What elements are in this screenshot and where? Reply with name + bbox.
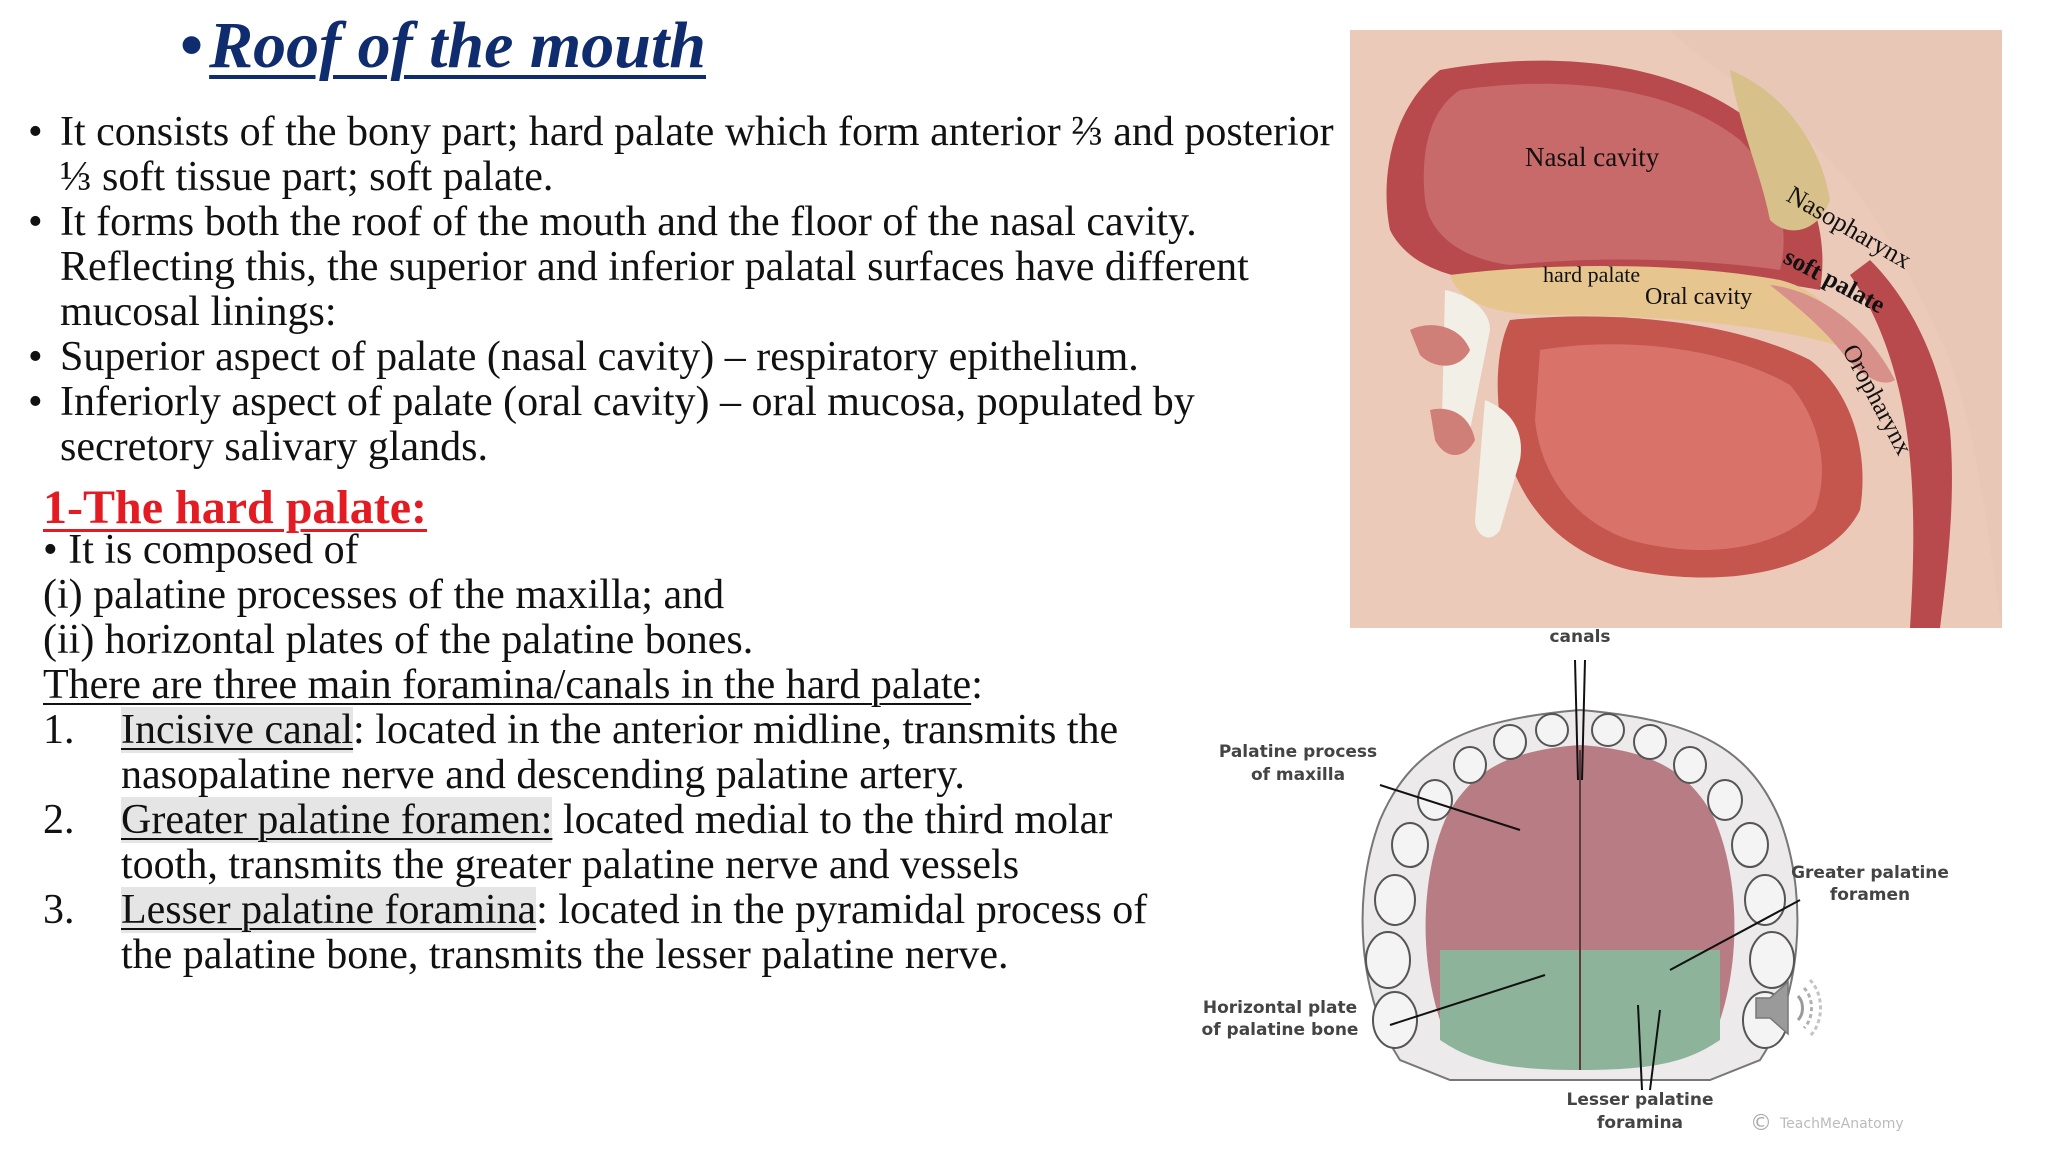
hard-palate-shape <box>1450 265 1850 350</box>
upper-teeth <box>1442 290 1490 441</box>
label-greater-palatine-line2: foramen <box>1830 885 1910 905</box>
item-term: Lesser palatine foramina <box>121 887 537 933</box>
bullet-item: • It consists of the bony part; hard pala… <box>28 110 1338 200</box>
label-lesser-palatine-line1: Lesser palatine <box>1567 1090 1714 1110</box>
label-palatine-process-line1: Palatine process <box>1219 742 1377 762</box>
intro-bullet-list: • It consists of the bony part; hard pala… <box>28 110 1338 470</box>
sagittal-section-illustration: Nasal cavity Nasopharynx soft palate har… <box>1350 30 2002 628</box>
bullet-text: Inferiorly aspect of palate (oral cavity… <box>60 379 1195 470</box>
sphenoid-bone-shape <box>1730 70 1830 231</box>
label-greater-palatine-line1: Greater palatine <box>1791 863 1949 883</box>
label-oral-cavity: Oral cavity <box>1645 284 1752 310</box>
title-bullet: • <box>180 9 204 82</box>
teeth-left <box>1365 713 1569 1049</box>
soft-palate-shape <box>1770 285 1895 383</box>
bullet-text: It forms both the roof of the mouth and … <box>60 199 1249 335</box>
item-term: Incisive canal <box>121 707 354 753</box>
label-lesser-palatine-line2: foramina <box>1597 1113 1683 1133</box>
foramina-intro-colon: : <box>971 662 983 708</box>
bullet-text: It consists of the bony part; hard palat… <box>60 109 1334 200</box>
foramen-item: 1. Incisive canal: located in the anterio… <box>43 707 1163 798</box>
item-number: 1. <box>43 707 75 753</box>
bullet-dot: • <box>28 334 43 380</box>
label-horizontal-plate-line1: Horizontal plate <box>1203 998 1357 1018</box>
foramen-item: 3. Lesser palatine foramina: located in t… <box>43 887 1163 978</box>
pharynx-shape <box>1850 260 1952 628</box>
label-nasal-cavity: Nasal cavity <box>1525 142 1660 172</box>
hard-palate-body: • It is composed of (i) palatine process… <box>43 528 1163 978</box>
bullet-item: • It forms both the roof of the mouth and… <box>28 200 1338 335</box>
label-canals: canals <box>1549 627 1610 647</box>
bullet-dot: • <box>28 199 43 245</box>
label-hard-palate: hard palate <box>1543 262 1640 287</box>
title-text: Roof of the mouth <box>209 9 707 82</box>
lower-teeth <box>1475 400 1521 538</box>
item-term: Greater palatine foramen: <box>121 797 553 843</box>
bullet-dot: • <box>28 109 43 155</box>
composed-line: • It is composed of <box>43 527 359 573</box>
foramina-intro: There are three main foramina/canals in … <box>43 663 1163 708</box>
part-2: (ii) horizontal plates of the palatine b… <box>43 617 754 663</box>
hard-palate-illustration: canals Palatine process of maxilla Great… <box>1202 627 1949 1136</box>
bullet-item: • Superior aspect of palate (nasal cavity… <box>28 335 1338 380</box>
copyright-icon: © <box>1750 1111 1772 1136</box>
label-horizontal-plate-line2: of palatine bone <box>1202 1020 1359 1040</box>
item-desc: : located in the anterior midline, trans… <box>121 707 1119 798</box>
part-1: (i) palatine processes of the maxilla; a… <box>43 572 725 618</box>
leader-lines <box>1379 659 1801 1091</box>
credit-text: TeachMeAnatomy <box>1779 1116 1904 1132</box>
lip-upper <box>1410 325 1470 366</box>
speaker-icon[interactable] <box>1748 968 1828 1048</box>
label-palatine-process-line2: of maxilla <box>1251 765 1345 785</box>
lip-lower <box>1430 408 1475 455</box>
foramen-item: 2. Greater palatine foramen: located medi… <box>43 797 1163 888</box>
item-desc: : located in the pyramidal process of th… <box>121 887 1148 978</box>
bullet-item: • Inferiorly aspect of palate (oral cavit… <box>28 380 1338 470</box>
foramina-intro-text: There are three main foramina/canals in … <box>43 662 972 708</box>
hard-palate-heading: 1-The hard palate: <box>43 481 427 534</box>
item-number: 2. <box>43 797 75 843</box>
bullet-dot: • <box>28 379 43 425</box>
bullet-text: Superior aspect of palate (nasal cavity)… <box>60 334 1139 380</box>
tongue-muscle-fibers <box>1535 344 1822 550</box>
nasal-cavity-inner <box>1423 83 1784 270</box>
slide-title: •Roof of the mouth <box>180 8 706 84</box>
item-number: 3. <box>43 887 75 933</box>
item-desc: located medial to the third molar tooth,… <box>121 797 1113 888</box>
